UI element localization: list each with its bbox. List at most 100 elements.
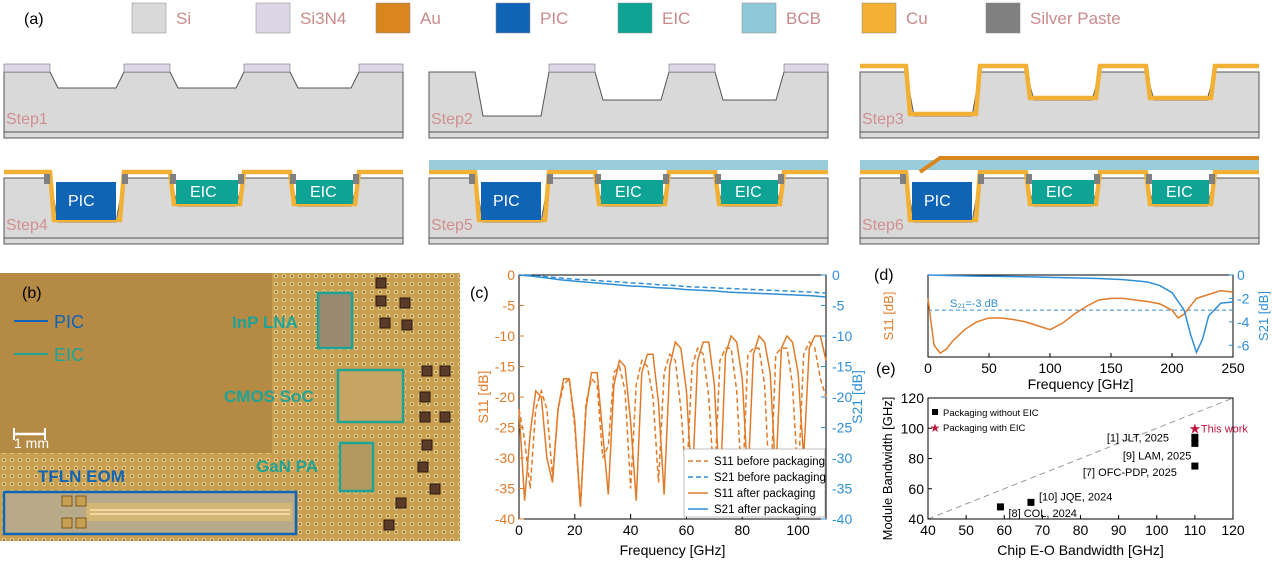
y-tick-label-right-d: -4 bbox=[1237, 314, 1250, 330]
step-3: Step3 bbox=[859, 63, 1260, 139]
y-tick-label-left-c: -5 bbox=[503, 298, 516, 314]
x-tick-label-c: 0 bbox=[515, 522, 523, 538]
si3n4-layer bbox=[243, 63, 291, 73]
si3n4-layer bbox=[668, 63, 716, 73]
si3n4-layer bbox=[548, 63, 596, 73]
step-label: Step4 bbox=[6, 217, 48, 234]
square-marker-e bbox=[996, 503, 1004, 511]
panel-label-e: (e) bbox=[876, 361, 896, 378]
x-tick-label-e: 100 bbox=[1145, 522, 1169, 538]
gan-pa-label: GaN PA bbox=[256, 457, 318, 476]
step-label: Step3 bbox=[862, 111, 904, 128]
x-tick-label-d: 50 bbox=[981, 360, 997, 376]
pic-chip-label: PIC bbox=[493, 193, 520, 210]
y-tick-label-left-c: -20 bbox=[495, 389, 515, 405]
silver-paste bbox=[1209, 174, 1215, 184]
silver-paste bbox=[170, 174, 176, 184]
silver-paste bbox=[353, 174, 359, 184]
y-tick-label-e: 100 bbox=[901, 420, 925, 436]
step-label: Step2 bbox=[431, 111, 473, 128]
cmos-soc-label: CMOS SoC bbox=[224, 387, 314, 406]
point-label-e: [1] JLT, 2025 bbox=[1107, 432, 1169, 444]
silver-paste bbox=[900, 174, 906, 184]
point-label-e: [10] JQE, 2024 bbox=[1039, 491, 1112, 503]
y-tick-label-right-c: -15 bbox=[832, 359, 852, 375]
y-tick-label-left-c: -40 bbox=[495, 511, 515, 527]
y-axis-label-e: Module Bandwidth [GHz] bbox=[880, 397, 895, 541]
x-tick-label-e: 90 bbox=[1111, 522, 1127, 538]
x-tick-label-d: 0 bbox=[924, 360, 932, 376]
legend-swatch bbox=[741, 2, 777, 34]
diagonal-line-e bbox=[927, 397, 1234, 520]
y-tick-label-right-c: -20 bbox=[832, 389, 852, 405]
y-tick-label-left-c: -15 bbox=[495, 359, 515, 375]
silver-paste bbox=[238, 174, 244, 184]
silver-paste bbox=[290, 174, 296, 184]
legend-swatch bbox=[255, 2, 291, 34]
y-tick-label-left-c: -25 bbox=[495, 420, 515, 436]
y-tick-label-left-c: -35 bbox=[495, 481, 515, 497]
legend-swatch bbox=[985, 2, 1021, 34]
silver-paste bbox=[547, 174, 553, 184]
eic-chip-label: EIC bbox=[735, 184, 762, 201]
legend-entry-c: S11 after packaging bbox=[714, 488, 815, 500]
legend-entry-c: S21 before packaging bbox=[714, 472, 826, 484]
legend-swatch bbox=[861, 2, 897, 34]
eic-chip bbox=[176, 180, 238, 204]
bcb-layer bbox=[860, 160, 1259, 170]
eic-chip-label: EIC bbox=[190, 184, 217, 201]
x-tick-label-c: 100 bbox=[786, 522, 810, 538]
legend-label: PIC bbox=[540, 9, 568, 28]
legend-square-e bbox=[932, 409, 938, 415]
legend-swatch bbox=[131, 2, 167, 34]
legend-entry-c: S11 before packaging bbox=[714, 456, 825, 468]
x-tick-label-e: 50 bbox=[958, 522, 974, 538]
si-substrate bbox=[3, 71, 404, 139]
y-tick-label-e: 120 bbox=[901, 390, 925, 406]
module-photo bbox=[0, 273, 460, 541]
y-tick-label-e: 60 bbox=[908, 481, 924, 497]
silver-paste bbox=[44, 174, 50, 184]
legend-swatch bbox=[375, 2, 411, 34]
y-tick-label-right-c: -40 bbox=[832, 511, 852, 527]
pic-chip-label: PIC bbox=[924, 193, 951, 210]
x-tick-label-e: 120 bbox=[1221, 522, 1245, 538]
si3n4-layer bbox=[358, 63, 404, 73]
si3n4-layer bbox=[783, 63, 829, 73]
y-axis-label-right-d: S21 [dB] bbox=[1256, 291, 1271, 341]
silver-paste bbox=[778, 174, 784, 184]
au-trace bbox=[918, 156, 1259, 174]
square-marker-e bbox=[1191, 439, 1199, 447]
star-marker-e: ★ bbox=[1189, 420, 1202, 436]
silver-paste bbox=[1146, 174, 1152, 184]
silver-paste bbox=[715, 174, 721, 184]
legend-label: Cu bbox=[906, 9, 928, 28]
legend-swatch bbox=[617, 2, 653, 34]
silver-paste bbox=[1094, 174, 1100, 184]
y-tick-label-left-c: -10 bbox=[495, 328, 515, 344]
x-axis-label-e: Chip E-O Bandwidth [GHz] bbox=[997, 542, 1164, 558]
y-tick-label-right-d: -6 bbox=[1237, 337, 1250, 353]
point-label-e: [9] LAM, 2025 bbox=[1123, 450, 1192, 462]
x-axis-label-c: Frequency [GHz] bbox=[620, 542, 726, 558]
series-line-d bbox=[927, 274, 1234, 355]
step-2: Step2 bbox=[428, 63, 829, 139]
si3n4-layer bbox=[3, 63, 51, 73]
y-tick-label-right-c: -5 bbox=[832, 298, 845, 314]
scale-bar-label: 1 mm bbox=[14, 435, 49, 451]
legend-star-e: ★ bbox=[930, 421, 941, 435]
series-line-c bbox=[518, 274, 827, 298]
legend-label: Si3N4 bbox=[300, 9, 346, 28]
s21-3db-annotation: S₂₁=-3 dB bbox=[950, 298, 998, 310]
legend-label: BCB bbox=[786, 9, 821, 28]
si-substrate bbox=[859, 71, 1260, 139]
y-tick-label-right-c: -30 bbox=[832, 450, 852, 466]
plot-frame-d bbox=[927, 274, 1234, 358]
point-label-e: This work bbox=[1201, 423, 1249, 435]
